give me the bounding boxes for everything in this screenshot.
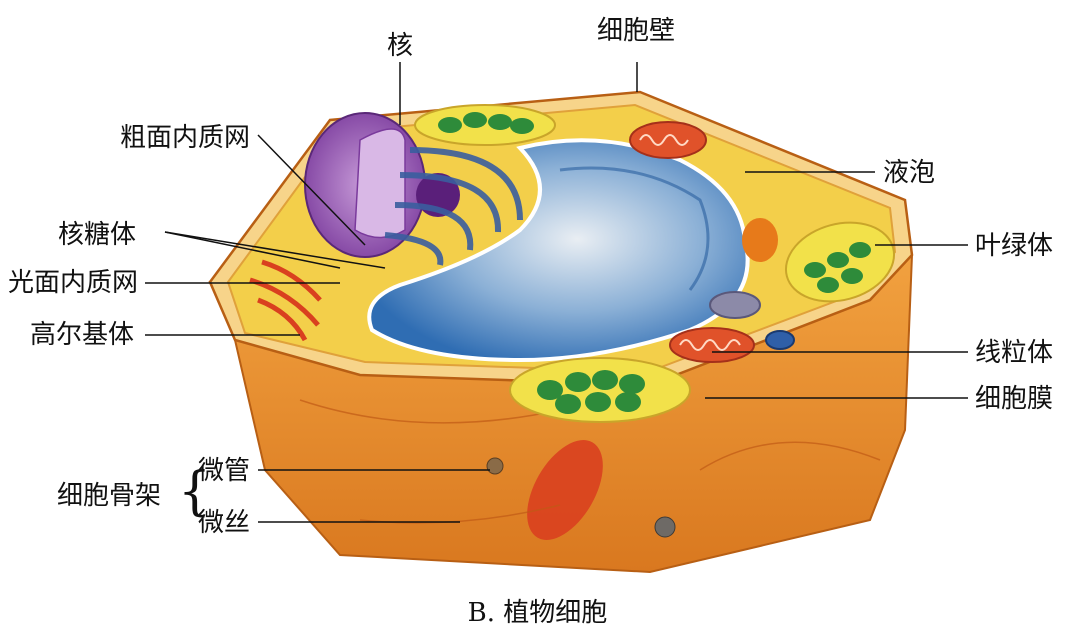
rough-er — [384, 147, 523, 266]
label-cell-wall: 细胞壁 — [597, 16, 676, 46]
label-vacuole: 液泡 — [883, 158, 936, 188]
label-microfilament: 微丝 — [198, 508, 251, 538]
cytoskeleton-brace: { — [178, 462, 212, 522]
label-golgi: 高尔基体 — [30, 320, 135, 350]
small-vesicle — [765, 330, 795, 350]
nucleus-cutaway — [354, 128, 406, 239]
side-chloroplast — [527, 440, 603, 540]
chloroplast-top — [414, 104, 556, 146]
small-vacuole — [709, 291, 761, 319]
mitochondrion-2 — [669, 327, 755, 363]
chloroplast-right — [784, 221, 896, 303]
label-chloroplast: 叶绿体 — [975, 231, 1054, 261]
label-microtubule: 微管 — [198, 456, 251, 486]
figure-caption: B. 植物细胞 — [467, 598, 608, 628]
label-smooth-er: 光面内质网 — [8, 268, 139, 298]
label-mitochondrion: 线粒体 — [975, 338, 1054, 368]
side-granule — [486, 457, 504, 475]
leader-lines — [145, 62, 968, 523]
label-ribosome: 核糖体 — [58, 220, 137, 250]
mitochondrion-1 — [629, 121, 707, 159]
chloroplast-bottom — [509, 357, 691, 423]
label-cell-membrane: 细胞膜 — [975, 384, 1054, 414]
label-cytoskeleton: 细胞骨架 — [57, 481, 162, 511]
orange-vesicle — [742, 218, 778, 262]
vacuole — [367, 138, 750, 363]
label-nucleus: 核 — [387, 31, 414, 61]
side-granule-2 — [654, 516, 676, 538]
label-rough-er: 粗面内质网 — [120, 123, 251, 153]
